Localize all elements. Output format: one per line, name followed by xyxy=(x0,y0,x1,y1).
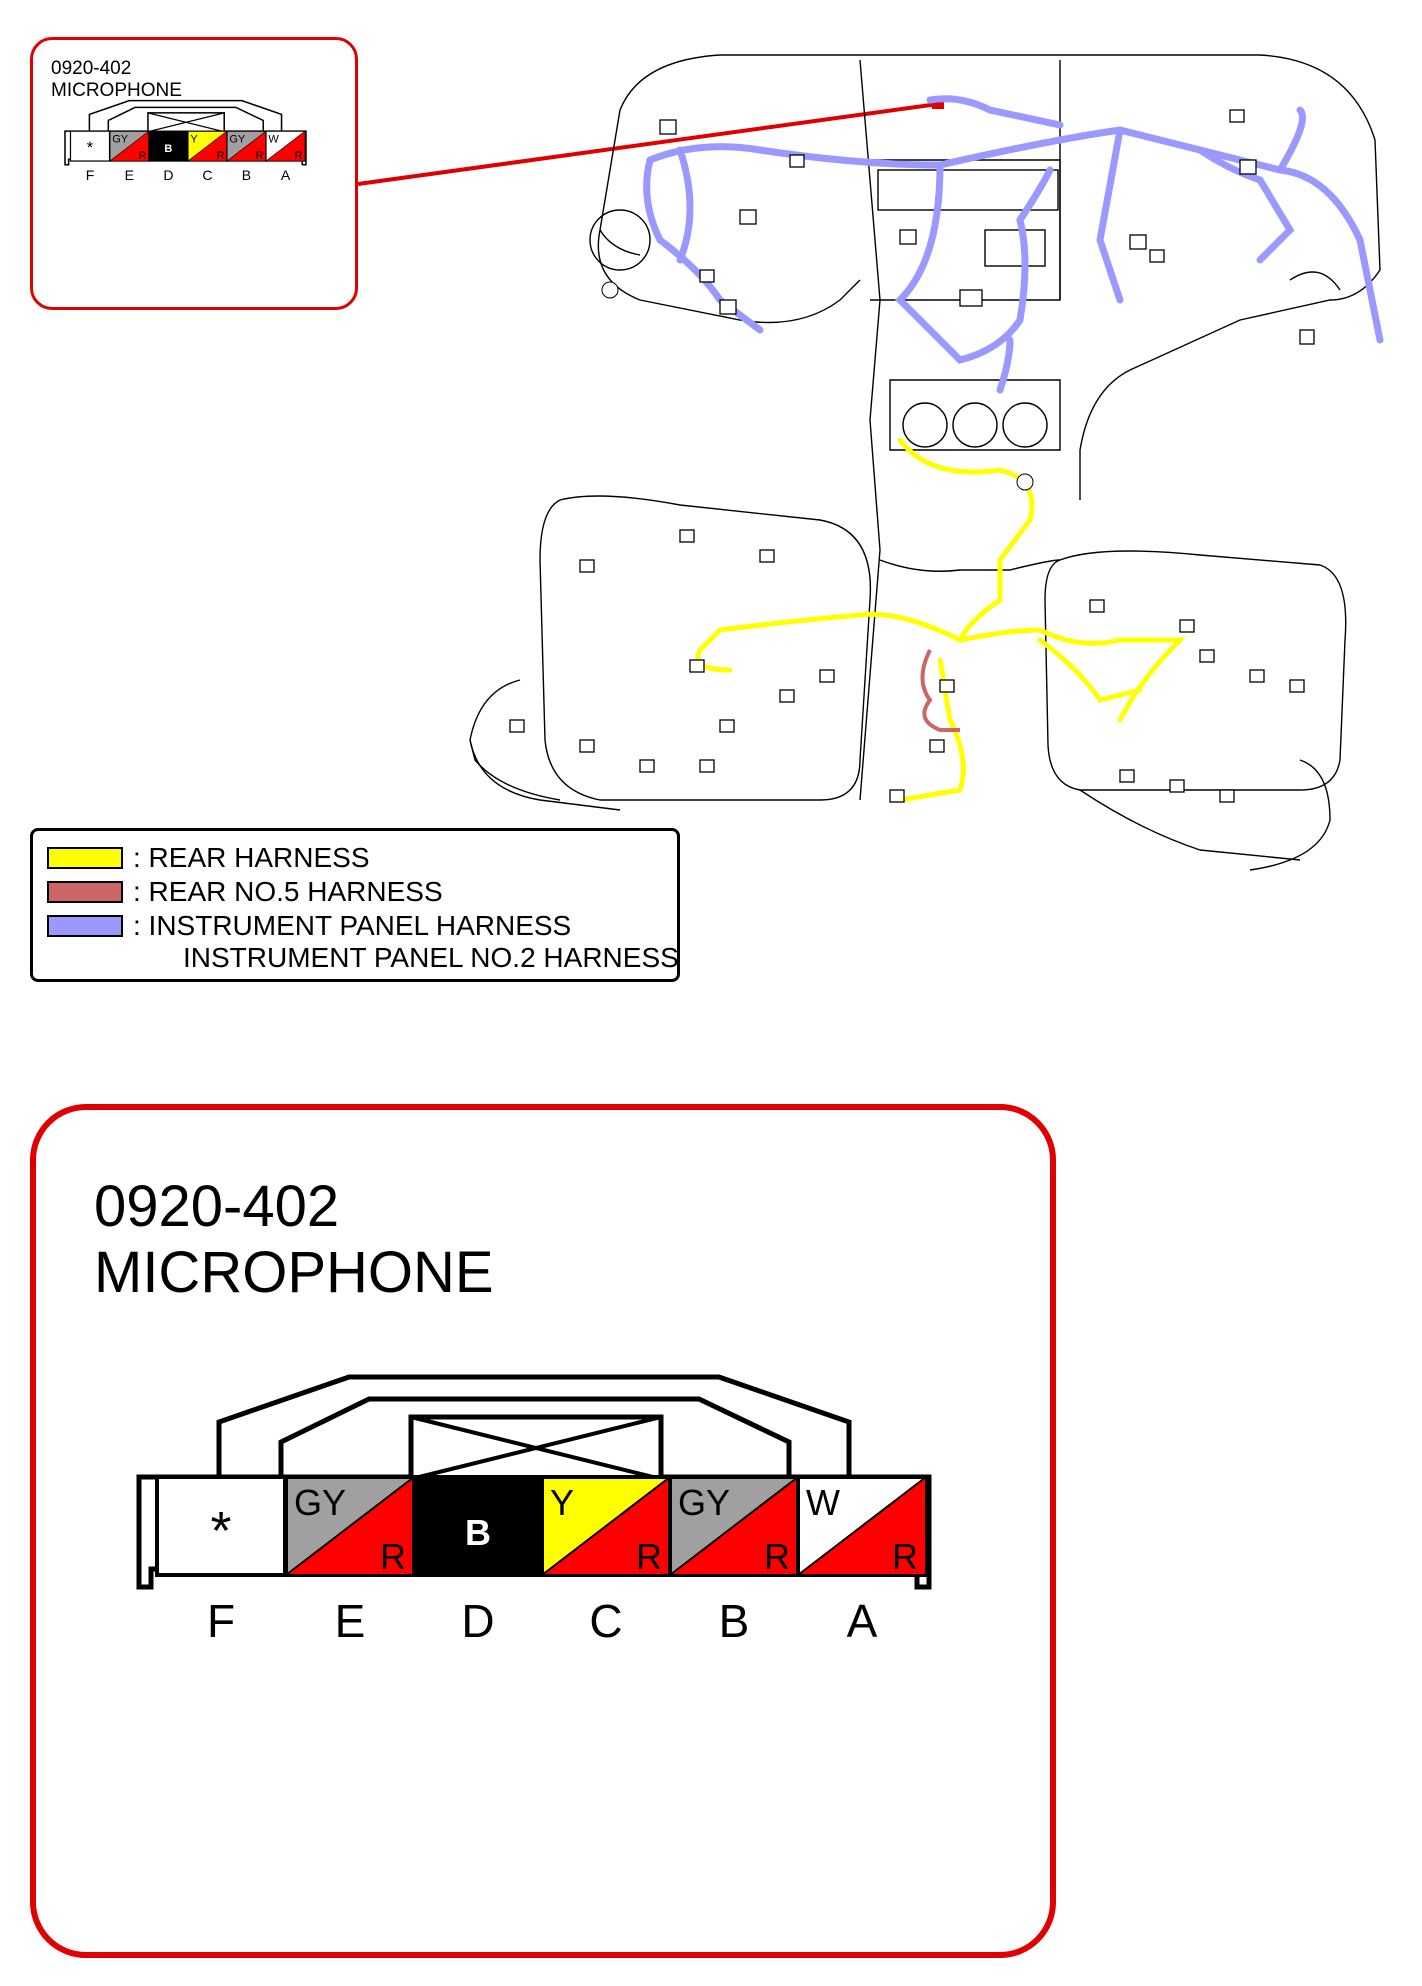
connector-name-large: MICROPHONE xyxy=(94,1240,494,1305)
legend-label-rear-harness: : REAR HARNESS xyxy=(133,842,370,873)
large-connector-pin-c: YR xyxy=(539,1474,672,1577)
instrument-panel-harness xyxy=(643,95,1384,394)
small-connector-pin-e-wire: GY xyxy=(112,134,129,146)
small-connector-pin-d: B xyxy=(148,130,189,162)
large-connector-pin-b: GY R xyxy=(667,1474,800,1577)
small-connector-pin-a-wire: W xyxy=(268,134,279,146)
rear-no5-harness xyxy=(920,649,960,732)
small-connector-pin-c-letter: C xyxy=(202,167,212,183)
small-connector-latch-inner xyxy=(107,106,265,132)
large-connector-pin-d-wire: B xyxy=(465,1512,491,1553)
connector-code-small: 0920-402 xyxy=(51,58,132,79)
connector-code-large: 0920-402 xyxy=(94,1174,340,1239)
small-connector-pin-e-letter: E xyxy=(125,167,134,183)
legend-swatch-instrument-panel-harness xyxy=(47,915,123,937)
large-connector-pin-b-stripe: R xyxy=(764,1536,790,1577)
legend-row-rear-no5-harness: : REAR NO.5 HARNESS xyxy=(47,877,443,907)
large-connector-pin-c-stripe: R xyxy=(636,1536,662,1577)
small-connector-pin-e-stripe: R xyxy=(139,150,147,162)
large-connector-pin-d-letter: D xyxy=(461,1595,494,1647)
large-connector-pin-d: B xyxy=(412,1475,544,1577)
large-connector-pin-c-wire: Y xyxy=(550,1482,574,1523)
small-connector-pin-f-symbol: * xyxy=(87,139,94,157)
small-connector-pin-c-stripe: R xyxy=(217,150,225,162)
small-connector-pin-f: * xyxy=(69,130,111,162)
legend-swatch-rear-harness xyxy=(47,847,123,869)
microphone-location-marker xyxy=(932,98,944,109)
legend-label-instrument-panel-harness: : INSTRUMENT PANEL HARNESS xyxy=(133,910,572,941)
small-connector-latch-outer xyxy=(88,99,283,132)
legend-row-rear-harness: : REAR HARNESS xyxy=(47,843,370,873)
rear-harness xyxy=(695,437,1187,803)
large-connector-pin-a: WR xyxy=(795,1474,928,1577)
legend-swatch-rear-no5-harness xyxy=(47,881,123,903)
small-connector-pin-b-stripe: R xyxy=(256,150,264,162)
connector-name-small: MICROPHONE xyxy=(51,80,182,101)
legend-row-instrument-panel-no2: INSTRUMENT PANEL NO.2 HARNESS xyxy=(183,943,679,973)
large-connector-pin-e-stripe: R xyxy=(380,1536,406,1577)
small-connector-pin-e: GY R xyxy=(108,130,150,162)
small-connector-pin-b: GY R xyxy=(226,130,267,162)
small-connector-pin-c-wire: Y xyxy=(190,134,198,146)
large-connector-pin-a-letter: A xyxy=(847,1595,878,1647)
small-connector-pin-d-letter: D xyxy=(163,167,173,183)
legend-label-instrument-panel-no2: INSTRUMENT PANEL NO.2 HARNESS xyxy=(183,942,679,973)
small-connector-pin-f-letter: F xyxy=(86,167,95,183)
harness-legend: : REAR HARNESS : REAR NO.5 HARNESS : INS… xyxy=(30,828,680,982)
large-connector-pin-e-letter: E xyxy=(335,1595,366,1647)
small-connector-pin-b-wire: GY xyxy=(229,134,246,146)
small-connector-pin-d-wire: B xyxy=(164,143,172,155)
small-connector-pin-a: WR xyxy=(265,130,306,162)
large-connector-pin-b-letter: B xyxy=(719,1595,750,1647)
small-connector-pin-b-letter: B xyxy=(242,167,251,183)
left-seat-outline xyxy=(539,495,872,801)
legend-label-rear-no5-harness: : REAR NO.5 HARNESS xyxy=(133,876,443,907)
large-connector-pin-b-wire: GY xyxy=(678,1482,730,1523)
large-connector-pin-f-symbol: * xyxy=(210,1501,231,1561)
right-seat-outline xyxy=(1044,550,1347,791)
large-connector-pin-a-stripe: R xyxy=(892,1536,918,1577)
harness-connectors xyxy=(509,109,1315,803)
large-connector-pin-e: GY R xyxy=(283,1474,416,1577)
large-connector-pin-f: * xyxy=(155,1475,287,1577)
small-connector-pin-c: YR xyxy=(187,130,228,162)
large-connector-pin-c-letter: C xyxy=(589,1595,622,1647)
large-connector-latch-inner xyxy=(278,1396,792,1477)
large-connector-pin-f-letter: F xyxy=(207,1595,235,1647)
large-connector-pin-a-wire: W xyxy=(806,1482,840,1523)
large-connector-latch-outer xyxy=(216,1374,852,1477)
legend-row-instrument-panel-harness: : INSTRUMENT PANEL HARNESS xyxy=(47,911,571,941)
dashboard-outline xyxy=(619,54,1381,500)
large-connector-pin-e-wire: GY xyxy=(294,1482,346,1523)
small-connector-pin-a-stripe: R xyxy=(295,150,303,162)
small-connector-pin-a-letter: A xyxy=(281,167,291,183)
